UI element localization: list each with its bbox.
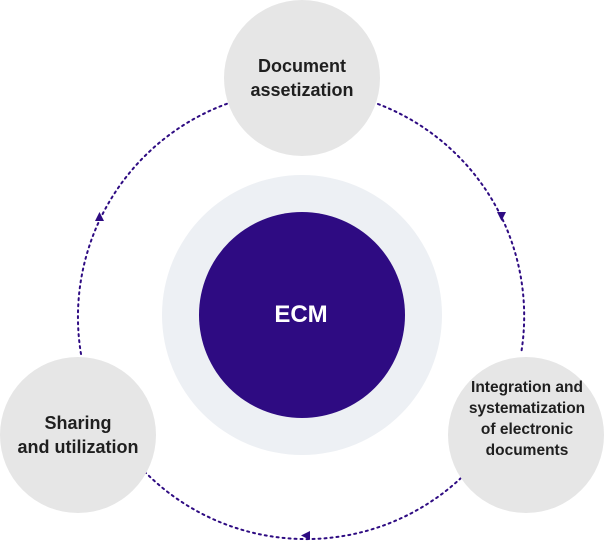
node-left-circle xyxy=(0,357,156,513)
arrowhead-left-icon xyxy=(95,212,104,221)
connector-top-to-right xyxy=(377,103,526,355)
core-circle xyxy=(199,212,405,418)
node-label-integration-systematization: Integration and systematization of elect… xyxy=(468,379,586,459)
arrowhead-right-icon xyxy=(497,212,506,221)
connector-right-to-left xyxy=(144,471,462,541)
connector-left-to-top xyxy=(76,102,230,355)
node-right-circle xyxy=(448,357,604,513)
node-label-sharing-utilization: Sharing and utilization xyxy=(17,413,139,457)
node-top-circle xyxy=(224,0,380,156)
node-label-document-assetization: Document assetization xyxy=(250,56,354,100)
arrowhead-bottom-icon xyxy=(301,531,310,540)
core-label: ECM xyxy=(274,301,328,328)
